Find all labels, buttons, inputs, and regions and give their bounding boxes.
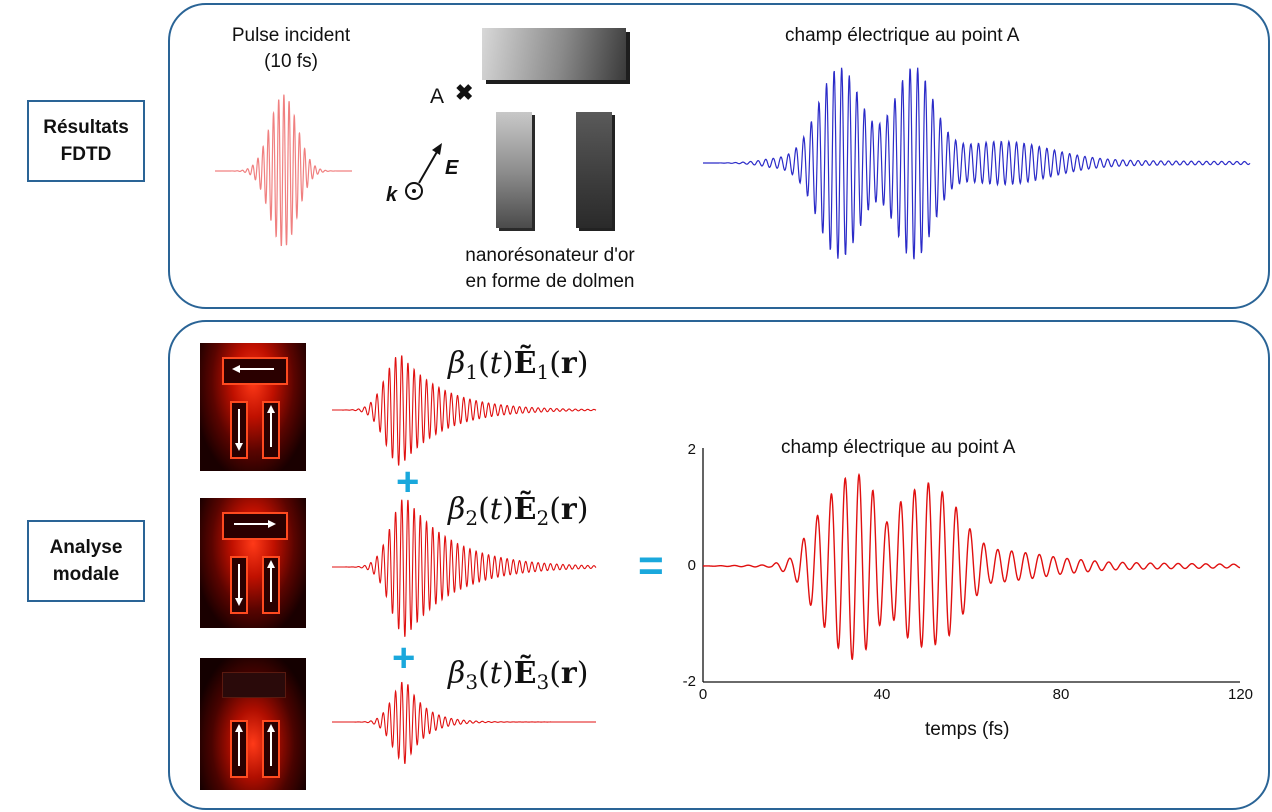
mode3-field-map bbox=[200, 658, 306, 790]
mode2-top-bar bbox=[222, 512, 288, 540]
modal-label-line2: modale bbox=[52, 564, 120, 585]
mode2-field: Ẽ bbox=[513, 492, 537, 527]
dolmen-right-pillar bbox=[576, 112, 612, 228]
mode2-field-index: 2 bbox=[536, 506, 550, 530]
dolmen-top-bar bbox=[482, 28, 626, 80]
pulse-title: Pulse incident (10 fs) bbox=[206, 23, 376, 75]
mode3-coef: β bbox=[448, 656, 466, 691]
modal-label-line1: Analyse bbox=[49, 537, 123, 558]
fdtd-section-label: Résultats FDTD bbox=[27, 100, 145, 182]
plus-sign-1: + bbox=[396, 460, 420, 504]
modal-panel bbox=[168, 320, 1270, 810]
plus-sign-2: + bbox=[392, 636, 416, 680]
mode1-field-index: 1 bbox=[536, 360, 550, 384]
mode1-coef-index: 1 bbox=[465, 360, 479, 384]
pulse-title-line1: Pulse incident bbox=[231, 25, 351, 46]
chart-ytick-label: -2 bbox=[682, 673, 696, 690]
e-label: E bbox=[445, 157, 459, 179]
point-a-label: A bbox=[430, 85, 445, 108]
mode3-expression: β3(t)Ẽ3(r) bbox=[448, 656, 589, 694]
mode1-arrows bbox=[232, 365, 275, 451]
chart-xtick-label: 120 bbox=[1228, 686, 1254, 703]
mode1-expression: β1(t)Ẽ1(r) bbox=[448, 346, 589, 384]
resonator-caption-line2: en forme de dolmen bbox=[465, 271, 635, 292]
pulse-title-line2: (10 fs) bbox=[264, 51, 318, 72]
mode3-arrows bbox=[235, 724, 275, 766]
mode2-expression: β2(t)Ẽ2(r) bbox=[448, 492, 589, 530]
top-field-title: champ électrique au point A bbox=[785, 25, 1020, 46]
chart-ytick-label: 0 bbox=[687, 557, 696, 574]
chart-xlabel: temps (fs) bbox=[925, 719, 1010, 740]
chart-title: champ électrique au point A bbox=[781, 437, 1016, 458]
point-a-cross-icon: ✖ bbox=[455, 80, 474, 105]
fdtd-label-line2: FDTD bbox=[60, 144, 112, 165]
mode3-coef-index: 3 bbox=[465, 670, 479, 694]
mode2-field-map bbox=[200, 498, 306, 628]
dolmen-left-pillar bbox=[496, 112, 532, 228]
modal-section-label: Analyse modale bbox=[27, 520, 145, 602]
mode3-field-index: 3 bbox=[536, 670, 550, 694]
fdtd-label-line1: Résultats bbox=[43, 117, 129, 138]
k-label: k bbox=[386, 184, 398, 206]
mode1-field: Ẽ bbox=[513, 346, 537, 381]
equals-sign: = bbox=[638, 541, 664, 590]
mode3-field: Ẽ bbox=[513, 656, 537, 691]
resonator-caption: nanorésonateur d'or en forme de dolmen bbox=[450, 243, 650, 295]
mode3-top-bar bbox=[222, 672, 286, 698]
chart-xtick-label: 40 bbox=[873, 686, 891, 703]
mode2-arrows bbox=[234, 520, 276, 606]
chart-xtick-label: 80 bbox=[1052, 686, 1070, 703]
mode1-field-map bbox=[200, 343, 306, 471]
chart-xtick-label: 0 bbox=[698, 686, 708, 703]
mode2-coef-index: 2 bbox=[465, 506, 479, 530]
mode2-coef: β bbox=[448, 492, 466, 527]
chart-ytick-label: 2 bbox=[687, 441, 696, 458]
mode1-coef: β bbox=[448, 346, 466, 381]
mode1-top-bar bbox=[222, 357, 288, 385]
resonator-caption-line1: nanorésonateur d'or bbox=[465, 245, 635, 266]
